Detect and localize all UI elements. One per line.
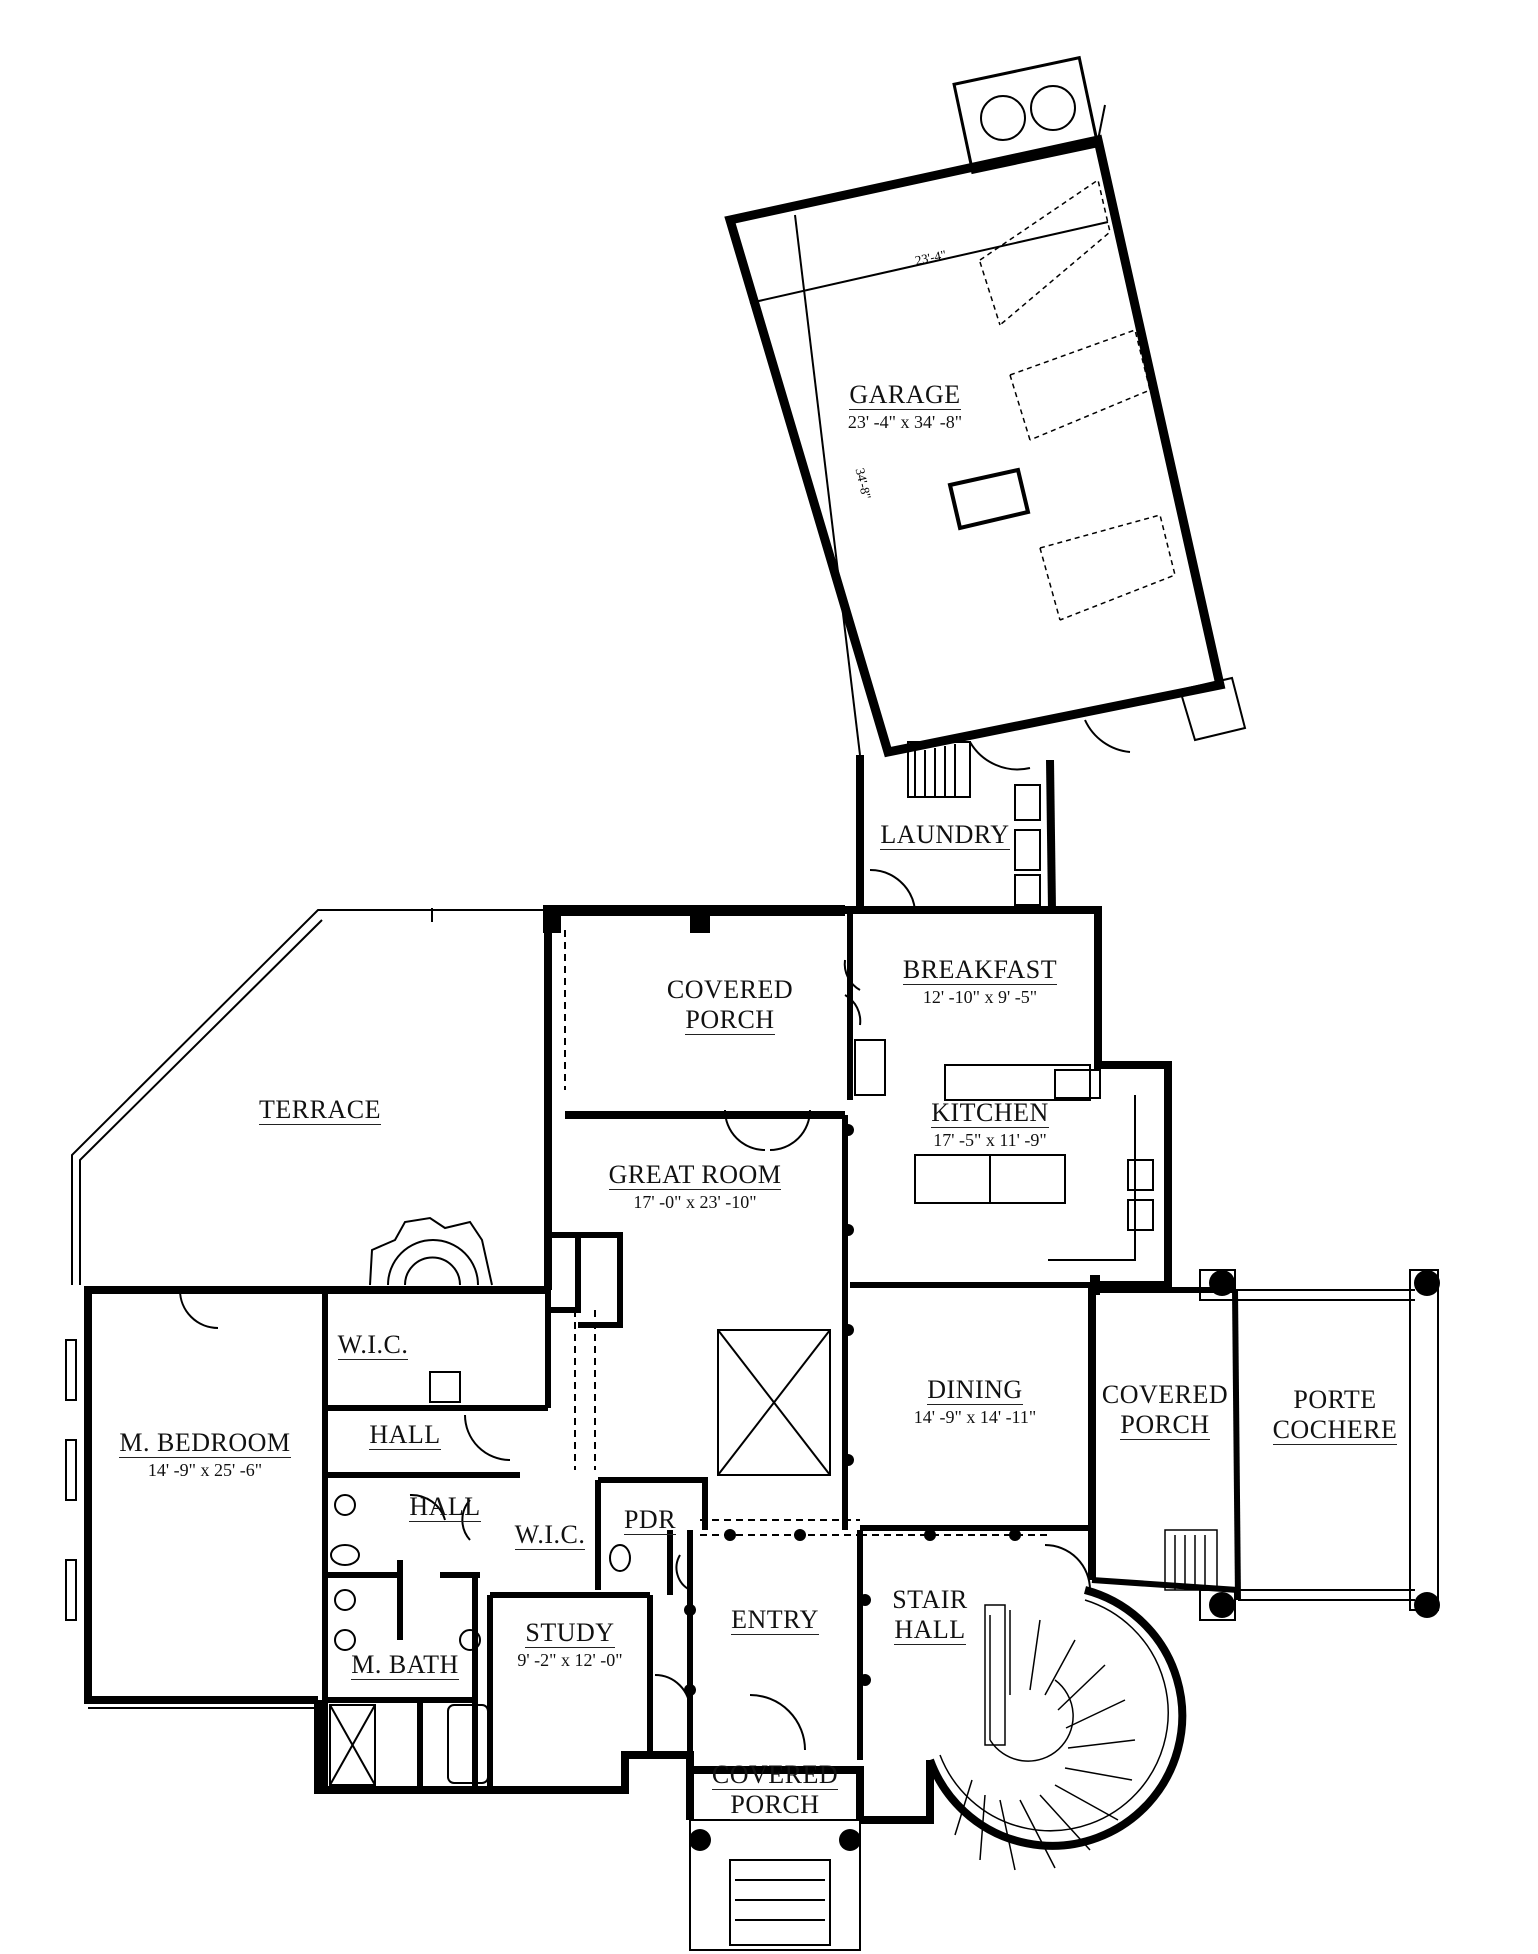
kitchen-name: KITCHEN: [931, 1098, 1049, 1128]
covered-porch-side-label: COVERED PORCH: [1095, 1380, 1235, 1440]
stair-hall-line2: HALL: [894, 1615, 966, 1645]
covered-porch-front-line2: PORCH: [730, 1790, 820, 1820]
kitchen-cabinets: [854, 784, 1154, 1261]
pdr-name: PDR: [623, 1505, 677, 1535]
stair-hall-line1: STAIR: [892, 1585, 968, 1614]
covered-porch-side-line2: PORCH: [1120, 1410, 1210, 1440]
garage-label: GARAGE 23' -4" x 34' -8": [820, 380, 990, 433]
porte-cochere-label: PORTE COCHERE: [1255, 1385, 1415, 1445]
columns: [543, 905, 1440, 1851]
study-name: STUDY: [525, 1618, 615, 1648]
great-room-dims: 17' -0" x 23' -10": [633, 1192, 757, 1212]
study-label: STUDY 9' -2" x 12' -0": [495, 1618, 645, 1671]
bath-fixtures: [329, 1371, 631, 1786]
covered-porch-rear-line2: PORCH: [685, 1005, 775, 1035]
garage-dims: 23' -4" x 34' -8": [847, 412, 963, 432]
laundry-label: LAUNDRY: [860, 820, 1030, 850]
porte-cochere: [1164, 1269, 1439, 1621]
study-dims: 9' -2" x 12' -0": [517, 1650, 623, 1670]
garage-walls: [724, 55, 1247, 798]
entry-name: ENTRY: [731, 1605, 819, 1635]
kitchen-dims: 17' -5" x 11' -9": [933, 1130, 1047, 1150]
porte-cochere-line1: PORTE: [1293, 1385, 1377, 1414]
stair-hall-label: STAIR HALL: [870, 1585, 990, 1645]
great-room-label: GREAT ROOM 17' -0" x 23' -10": [585, 1160, 805, 1213]
covered-porch-rear-label: COVERED PORCH: [640, 975, 820, 1035]
entry-label: ENTRY: [705, 1605, 845, 1635]
hall-lower-label: HALL: [395, 1492, 495, 1522]
front-porch: [689, 1819, 861, 1951]
pdr-label: PDR: [615, 1505, 685, 1535]
garage-depth-note: 34'-8": [853, 467, 875, 501]
covered-porch-rear-line1: COVERED: [666, 975, 794, 1004]
dining-name: DINING: [927, 1375, 1023, 1405]
wic-master-label: W.I.C.: [328, 1330, 418, 1360]
great-room-ceiling-feature: [717, 1329, 831, 1476]
covered-porch-front-label: COVERED PORCH: [695, 1760, 855, 1820]
dining-dims: 14' -9" x 14' -11": [913, 1407, 1037, 1427]
terrace-outline: [71, 908, 549, 1285]
fireplace: [548, 1232, 623, 1328]
kitchen-label: KITCHEN 17' -5" x 11' -9": [895, 1098, 1085, 1151]
wic-master-name: W.I.C.: [337, 1330, 409, 1360]
wic-lower-name: W.I.C.: [514, 1520, 586, 1550]
great-room-name: GREAT ROOM: [608, 1160, 782, 1190]
spiral-stair: [939, 1599, 1169, 1871]
covered-porch-front-line1: COVERED: [711, 1760, 839, 1790]
hall-upper-name: HALL: [369, 1420, 441, 1450]
m-bath-label: M. BATH: [340, 1650, 470, 1680]
laundry-name: LAUNDRY: [880, 820, 1010, 850]
m-bedroom-name: M. BEDROOM: [119, 1428, 291, 1458]
terrace-name: TERRACE: [259, 1095, 381, 1125]
main-house-walls: [84, 755, 1187, 1850]
dining-label: DINING 14' -9" x 14' -11": [870, 1375, 1080, 1428]
m-bedroom-dims: 14' -9" x 25' -6": [147, 1460, 263, 1480]
wic-lower-label: W.I.C.: [505, 1520, 595, 1550]
breakfast-name: BREAKFAST: [902, 955, 1058, 985]
terrace-label: TERRACE: [230, 1095, 410, 1125]
hall-upper-label: HALL: [355, 1420, 455, 1450]
porte-cochere-line2: COCHERE: [1272, 1415, 1398, 1445]
covered-porch-side-line1: COVERED: [1101, 1380, 1229, 1409]
hall-lower-name: HALL: [409, 1492, 481, 1522]
breakfast-label: BREAKFAST 12' -10" x 9' -5": [880, 955, 1080, 1008]
bedroom-windows: [65, 1339, 318, 1709]
m-bath-name: M. BATH: [351, 1650, 459, 1680]
garage-width-note: 23'-4": [914, 247, 948, 268]
garage-name: GARAGE: [849, 380, 961, 410]
door-swings: [179, 868, 1091, 1751]
m-bedroom-label: M. BEDROOM 14' -9" x 25' -6": [95, 1428, 315, 1481]
bay-fountain: [369, 1216, 493, 1286]
breakfast-dims: 12' -10" x 9' -5": [922, 987, 1038, 1007]
